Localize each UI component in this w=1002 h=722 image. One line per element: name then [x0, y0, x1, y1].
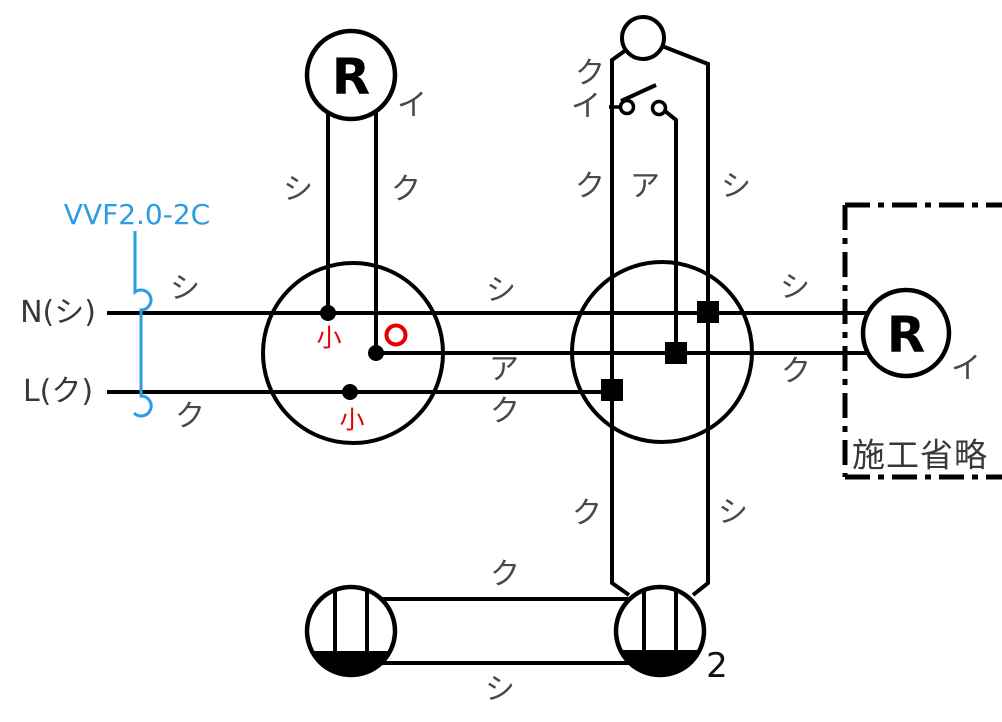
wire-label-mid-red: ア: [489, 352, 519, 387]
ring-sleeve-dot-mid: [368, 345, 384, 361]
lamp-left-letter: R: [331, 48, 371, 106]
lamp-right-circuit-label: イ: [951, 351, 981, 386]
wire-label-drop-black: ク: [575, 169, 605, 204]
connector-square-n: [697, 301, 719, 323]
wire-label-outlet-link-black: ク: [490, 557, 520, 592]
outlet-symbol-right: [613, 584, 707, 678]
wire-label-lower-black: ク: [572, 496, 602, 531]
wire-label-drop-red: ア: [630, 169, 660, 204]
red-switch-return-wire: [663, 109, 678, 353]
black-riser-wire: [610, 48, 631, 597]
white-riser-wire: [661, 44, 710, 597]
junction-box-right: [570, 260, 754, 444]
wire-label-right-black: ク: [781, 354, 811, 389]
cable-brace: [132, 231, 153, 418]
wire-label-source-white: シ: [170, 271, 200, 306]
wire-label-source-black: ク: [175, 399, 205, 434]
connector-square-l: [601, 379, 623, 401]
sleeve-stamp-n-label: 小: [316, 323, 342, 353]
wire-label-drop-white: シ: [721, 169, 751, 204]
omitted-area-border: [842, 202, 1002, 480]
lamp-left-circuit-label: イ: [397, 88, 427, 123]
wire-label-right-white: シ: [780, 270, 810, 305]
pilot-lamp-symbol: [620, 15, 666, 61]
live-terminal-label: L(ク): [22, 374, 94, 409]
lamp-right-symbol: [860, 287, 952, 379]
sleeve-stamp-l-label: 小: [339, 405, 365, 435]
switch-blade: [620, 83, 657, 103]
wire-label-mid-white: シ: [486, 273, 516, 308]
ring-sleeve-dot-l: [342, 384, 358, 400]
wire-label-lamp-left-black: ク: [391, 172, 421, 207]
junction-box-left: [261, 261, 445, 445]
wire-label-pilot-black: ク: [575, 56, 605, 91]
switch-circuit-label: イ: [571, 89, 601, 124]
stamp-maru-icon: [384, 323, 408, 347]
wire-label-lamp-left-white: シ: [283, 172, 313, 207]
wire-label-mid-black: ク: [490, 394, 520, 429]
lamp-right-letter: R: [886, 306, 926, 364]
wire-label-outlet-link-white: シ: [485, 672, 515, 707]
switch-contact-left: [618, 98, 636, 116]
switch-contact-right: [650, 99, 668, 117]
ring-sleeve-dot-n: [320, 305, 336, 321]
neutral-terminal-label: N(シ): [20, 295, 96, 330]
lamp-left-symbol: [304, 28, 398, 122]
cable-note-label: VVF2.0-2C: [63, 198, 211, 231]
outlet-symbol-left: [304, 584, 398, 678]
connector-square-mid: [665, 342, 687, 364]
omitted-box-label: 施工省略: [852, 435, 988, 475]
outlet-count-label: 2: [706, 646, 728, 686]
wire-label-lower-white: シ: [718, 495, 748, 530]
